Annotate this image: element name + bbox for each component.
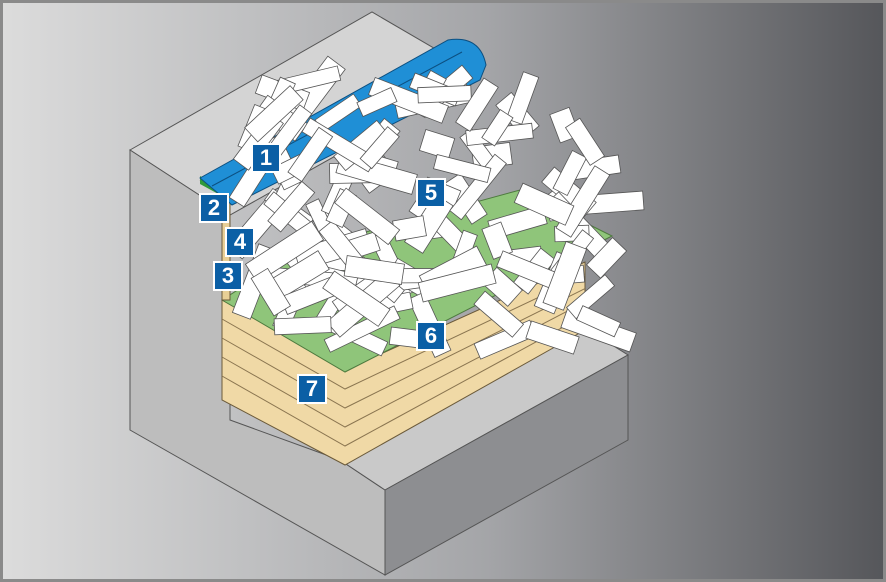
crib-beam-line [221, 314, 586, 447]
fill-block [513, 182, 575, 226]
shelf-front-face [384, 354, 629, 576]
fill-block [356, 87, 398, 118]
fill-block [322, 270, 391, 327]
fill-block [267, 180, 316, 233]
fill-block [481, 108, 514, 147]
label-1: 1 [251, 143, 281, 173]
fill-block [343, 255, 405, 285]
label-3: 3 [213, 261, 243, 291]
fill-block [334, 187, 401, 246]
label-4: 4 [225, 227, 255, 257]
label-6: 6 [416, 321, 446, 351]
fill-block [455, 77, 499, 132]
label-5: 5 [416, 178, 446, 208]
fill-block [417, 85, 472, 104]
fill-block [565, 274, 616, 320]
fill-block [449, 153, 507, 221]
fill-block [575, 305, 622, 338]
label-7: 7 [297, 374, 327, 404]
fill-block [564, 117, 606, 166]
fill-block [418, 129, 456, 160]
fill-block [525, 320, 580, 355]
fill-block [505, 71, 540, 125]
fill-block [244, 220, 325, 284]
label-2: 2 [199, 193, 229, 223]
fill-block [359, 126, 400, 170]
fill-block [542, 240, 588, 311]
fill-block [555, 165, 611, 238]
fill-block [287, 126, 334, 183]
fill-block [250, 267, 292, 317]
block-fill [225, 55, 645, 360]
fill-block [585, 236, 628, 279]
fill-block [433, 154, 492, 184]
fill-block [552, 149, 588, 197]
fill-block [273, 316, 332, 336]
fill-block [244, 85, 304, 143]
fill-block [473, 290, 525, 338]
fill-block [417, 263, 497, 303]
